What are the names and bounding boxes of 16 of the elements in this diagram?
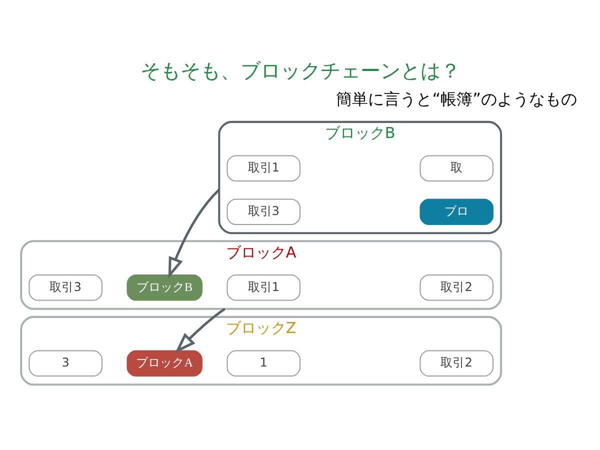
node-box: 取引2 — [419, 350, 493, 377]
arrow — [174, 308, 226, 354]
node-box: ブロックB — [126, 274, 202, 301]
node-box: 取引1 — [226, 155, 300, 182]
node-box: 取 — [419, 155, 493, 182]
node-box: 取引3 — [226, 198, 300, 225]
diagram-title: そもそも、ブロックチェーンとは？ — [140, 58, 460, 82]
node-box: ブロ — [419, 198, 493, 225]
node-box: ブロックA — [126, 350, 202, 377]
node-box: 3 — [28, 350, 102, 377]
label: 簡単に言うと“帳簿”のようなもの — [336, 90, 576, 109]
arrow — [168, 188, 220, 278]
node-box: 取引3 — [28, 274, 102, 301]
node-box: 1 — [226, 350, 300, 377]
node-box: 取引1 — [226, 274, 300, 301]
node-box: 取引2 — [419, 274, 493, 301]
